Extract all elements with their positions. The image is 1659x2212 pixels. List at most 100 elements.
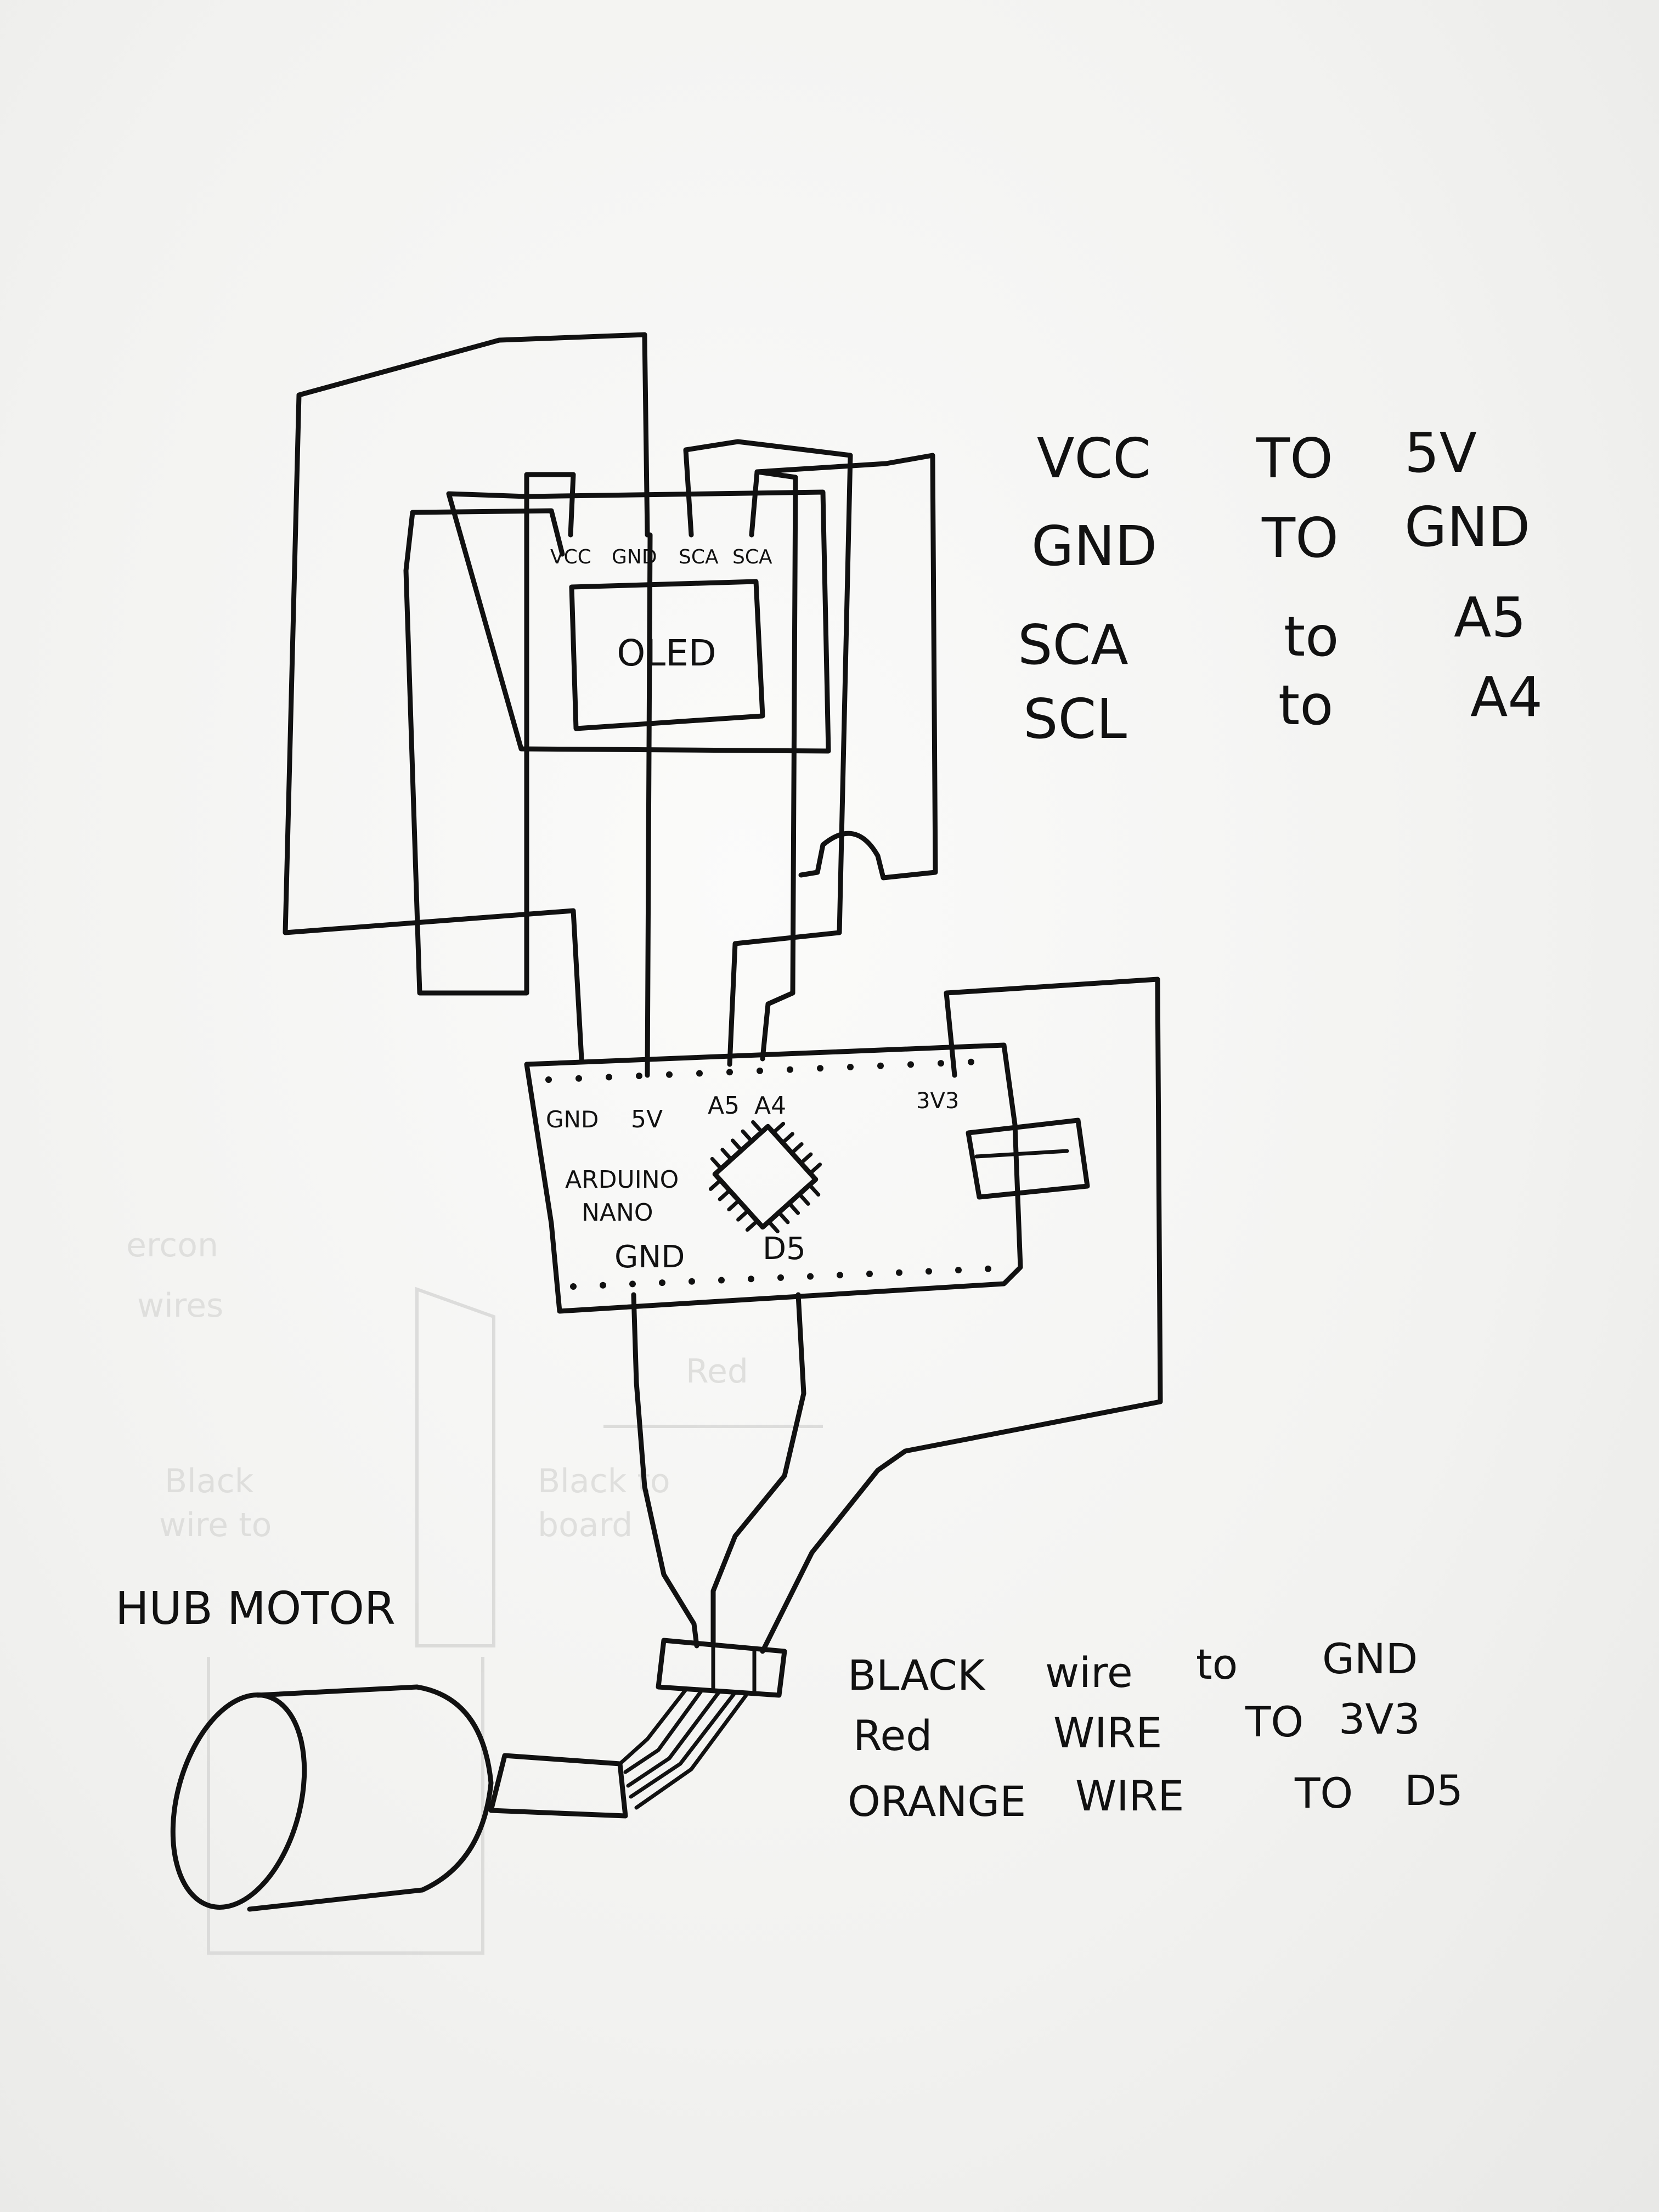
- note-orange-word: WIRE: [1075, 1771, 1184, 1820]
- wire-5v-drop: [645, 532, 653, 1078]
- header-pin-dot: [877, 1062, 884, 1069]
- note-scl: SCL: [1023, 687, 1127, 751]
- header-pin-dot: [777, 1274, 784, 1281]
- header-pin-dot: [985, 1265, 991, 1272]
- note-red-wire: Red: [853, 1711, 932, 1760]
- header-pin-dot: [968, 1058, 974, 1065]
- hub-motor: HUB MOTOR: [115, 1583, 628, 1912]
- nano-pin-3v3: 3V3: [916, 1088, 959, 1114]
- bleed-through-marks: ercon wires Red Black wire to Black to b…: [126, 1226, 823, 1955]
- usb-connector: [966, 1118, 1090, 1200]
- usb-line: [974, 1149, 1069, 1159]
- nano-pin-5v: 5V: [631, 1105, 663, 1133]
- nano-board-outline: [524, 1042, 1023, 1314]
- note-gnd-target: GND: [1404, 495, 1530, 559]
- wire-3v3-to-red: [760, 977, 1163, 1654]
- wire-vcc-to-5v: [403, 472, 576, 996]
- note-a4: A4: [1470, 665, 1543, 729]
- oled-pin-sca: SCA: [679, 546, 719, 568]
- header-pin-dot: [907, 1061, 914, 1068]
- oled-wiring-notes: VCC TO 5V GND TO GND SCA to A5 SCL to A4: [1018, 421, 1543, 751]
- header-pin-dot: [757, 1067, 763, 1074]
- cable-connector: [656, 1638, 787, 1698]
- wire-scl-to-a4: [749, 469, 798, 1062]
- header-pin-dot: [570, 1283, 577, 1290]
- oled-wires: [283, 332, 938, 1078]
- wire-a5-outer: [754, 453, 938, 881]
- microcontroller-chip: [708, 1120, 822, 1234]
- note-sca: SCA: [1018, 613, 1128, 677]
- note-a5: A5: [1454, 585, 1526, 650]
- svg-text:Black: Black: [165, 1462, 254, 1500]
- nano-pin-gnd-bottom: GND: [614, 1239, 685, 1275]
- header-pin-dot: [545, 1076, 552, 1083]
- note-black-word: wire: [1045, 1648, 1133, 1697]
- motor-body: [247, 1684, 494, 1912]
- svg-text:board: board: [538, 1506, 633, 1544]
- header-pin-dot: [807, 1273, 814, 1280]
- motor-face: [170, 1692, 307, 1910]
- nano-pin-gnd-top: GND: [546, 1106, 599, 1133]
- note-black-target: GND: [1322, 1634, 1418, 1683]
- oled-module: OLED VCC GND SCA SCA: [446, 489, 831, 754]
- nano-pin-a4: A4: [754, 1092, 786, 1120]
- note-vcc-to: TO: [1256, 426, 1333, 490]
- header-pin-dot: [926, 1268, 932, 1275]
- wire-gnd-to-black: [631, 1292, 699, 1649]
- header-pin-dot: [837, 1272, 843, 1279]
- note-red-to: TO: [1245, 1697, 1304, 1746]
- note-orange-target: D5: [1404, 1766, 1463, 1815]
- hub-motor-label: HUB MOTOR: [115, 1583, 396, 1635]
- note-black-wire: BLACK: [848, 1651, 986, 1700]
- wire-sca-to-a5: [683, 439, 853, 1067]
- svg-text:wire to: wire to: [159, 1506, 272, 1544]
- svg-text:Black to: Black to: [538, 1462, 670, 1500]
- header-pin-dot: [787, 1066, 793, 1073]
- header-pin-dot: [718, 1277, 725, 1284]
- wire-d5-to-orange: [710, 1292, 806, 1649]
- note-scl-to: to: [1278, 673, 1333, 737]
- svg-text:wires: wires: [137, 1286, 223, 1325]
- oled-pin-scl: SCA: [732, 546, 772, 568]
- oled-label: OLED: [617, 632, 716, 674]
- header-pin-dot: [696, 1070, 703, 1077]
- header-pin-dot: [817, 1065, 823, 1072]
- motor-cable-bundle: [618, 1688, 748, 1810]
- nano-pin-d5: D5: [763, 1231, 806, 1267]
- header-pin-dot: [659, 1279, 665, 1286]
- motor-axle: [488, 1753, 628, 1819]
- header-pin-dot: [600, 1282, 606, 1289]
- note-red-word: WIRE: [1053, 1708, 1162, 1757]
- header-pin-dot: [866, 1271, 873, 1277]
- header-pin-dot: [606, 1074, 612, 1081]
- note-orange-wire: ORANGE: [848, 1777, 1026, 1826]
- svg-text:ercon: ercon: [126, 1226, 218, 1265]
- note-red-target: 3V3: [1339, 1695, 1420, 1743]
- svg-text:Red: Red: [686, 1352, 748, 1391]
- header-pin-dot: [575, 1075, 582, 1082]
- nano-label-line1: ARDUINO: [565, 1166, 679, 1194]
- note-orange-to: TO: [1294, 1769, 1353, 1818]
- oled-pin-vcc: VCC: [550, 546, 591, 568]
- header-pin-dot: [726, 1069, 733, 1076]
- note-sca-to: to: [1284, 605, 1339, 669]
- note-black-to: to: [1196, 1640, 1238, 1689]
- header-pins-top: [545, 1058, 974, 1083]
- oled-board-outline: [446, 489, 831, 754]
- header-pin-dot: [666, 1071, 673, 1078]
- note-vcc: VCC: [1037, 426, 1151, 490]
- header-pin-dot: [955, 1267, 962, 1274]
- header-pin-dot: [896, 1269, 902, 1276]
- header-pin-dot: [629, 1280, 636, 1288]
- header-pin-dot: [748, 1276, 754, 1283]
- oled-screen: [569, 579, 765, 731]
- note-5v: 5V: [1404, 421, 1477, 485]
- header-pin-dot: [689, 1278, 695, 1285]
- header-pin-dot: [847, 1064, 854, 1070]
- note-gnd: GND: [1031, 514, 1157, 578]
- header-pin-dot: [636, 1073, 642, 1080]
- arduino-nano: GND 5V A5 A4 3V3 ARDUINO NANO GND D5: [524, 1042, 1090, 1314]
- header-pin-dot: [938, 1060, 944, 1067]
- nano-pin-a5: A5: [708, 1092, 740, 1120]
